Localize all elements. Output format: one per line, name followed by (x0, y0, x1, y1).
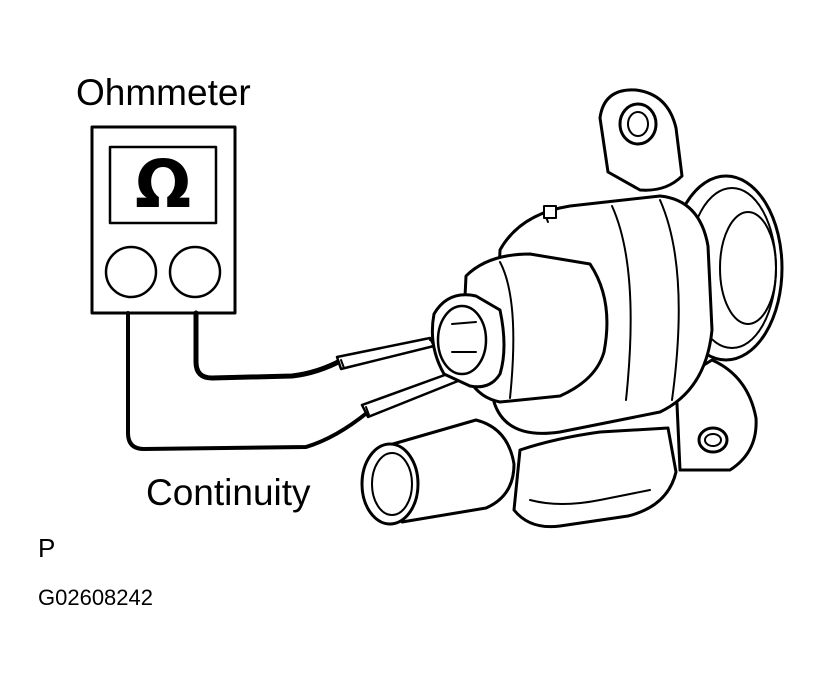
test-lead-white (126, 311, 370, 451)
figure-code-label: G02608242 (38, 585, 153, 610)
test-lead-black (193, 310, 345, 381)
ohmmeter-body (90, 125, 237, 315)
ohmmeter-terminal-left (104, 245, 158, 299)
water-valve-icon (360, 88, 784, 529)
ohmmeter-terminal-right (168, 245, 222, 299)
ohm-symbol: Ω (134, 146, 192, 223)
view-mark-label: P (38, 533, 56, 563)
upper-bolt-hole (618, 102, 658, 146)
ohmmeter-display (108, 145, 218, 225)
valve-base (512, 426, 678, 529)
lower-bolt-hole (697, 426, 729, 454)
lower-mounting-ear (674, 358, 758, 472)
continuity-label: Continuity (146, 472, 311, 513)
outlet-pipe-end (360, 442, 420, 526)
ohmmeter-icon (90, 125, 237, 315)
connector-socket (430, 293, 506, 389)
ohmmeter-label: Ohmmeter (76, 72, 251, 113)
